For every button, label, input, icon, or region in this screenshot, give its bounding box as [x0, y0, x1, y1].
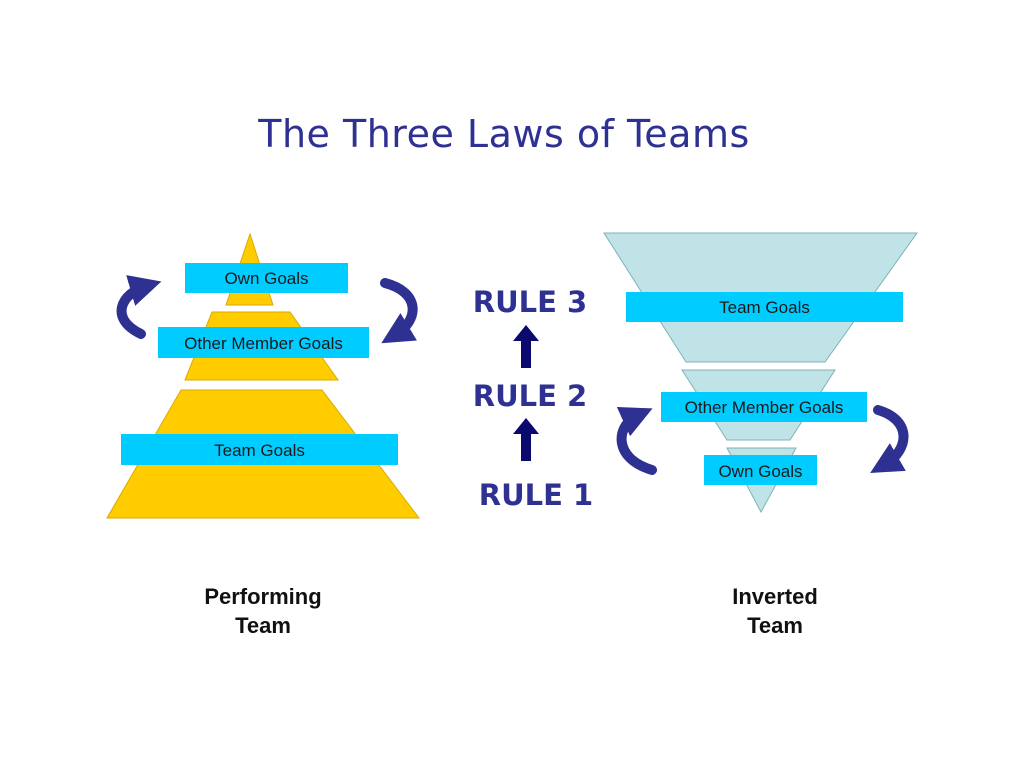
performing-other-member-goals-label: Other Member Goals [184, 334, 343, 353]
performing-caption-line-2: Team [235, 613, 291, 638]
inverted-team-caption: Inverted Team [665, 582, 885, 640]
inverted-own-goals-label: Own Goals [718, 462, 802, 481]
inverted-team-pyramid: Team Goals Other Member Goals Own Goals [603, 232, 918, 514]
performing-team-goals-box [121, 434, 398, 465]
performing-team-goals-label: Team Goals [214, 441, 305, 460]
inverted-other-member-goals-box [661, 392, 867, 422]
rule-1-label: RULE 1 [479, 478, 593, 512]
performing-other-member-goals-box [158, 327, 369, 358]
performing-own-goals-box [185, 263, 348, 293]
performing-team-pyramid: Own Goals Other Member Goals Team Goals [106, 232, 421, 519]
inverted-other-member-goals-label: Other Member Goals [685, 398, 844, 417]
up-arrow-icon [513, 325, 539, 368]
up-arrow-icon [513, 418, 539, 461]
performing-own-goals-label: Own Goals [224, 269, 308, 288]
performing-caption-line-1: Performing [204, 584, 322, 609]
rules-column: RULE 3 RULE 2 RULE 1 [473, 285, 593, 512]
left-curved-arrow-icon [116, 275, 162, 339]
page-title: The Three Laws of Teams [258, 112, 750, 156]
inverted-caption-line-2: Team [747, 613, 803, 638]
performing-team-caption: Performing Team [153, 582, 373, 640]
inverted-own-goals-box [704, 455, 817, 485]
inverted-team-goals-box [626, 292, 903, 322]
right-curved-arrow-icon [870, 405, 909, 474]
left-curved-arrow-icon [616, 407, 657, 475]
rule-2-label: RULE 2 [473, 379, 587, 413]
inverted-team-goals-label: Team Goals [719, 298, 810, 317]
right-curved-arrow-icon [380, 278, 418, 344]
rule-3-label: RULE 3 [473, 285, 587, 319]
inverted-caption-line-1: Inverted [732, 584, 818, 609]
